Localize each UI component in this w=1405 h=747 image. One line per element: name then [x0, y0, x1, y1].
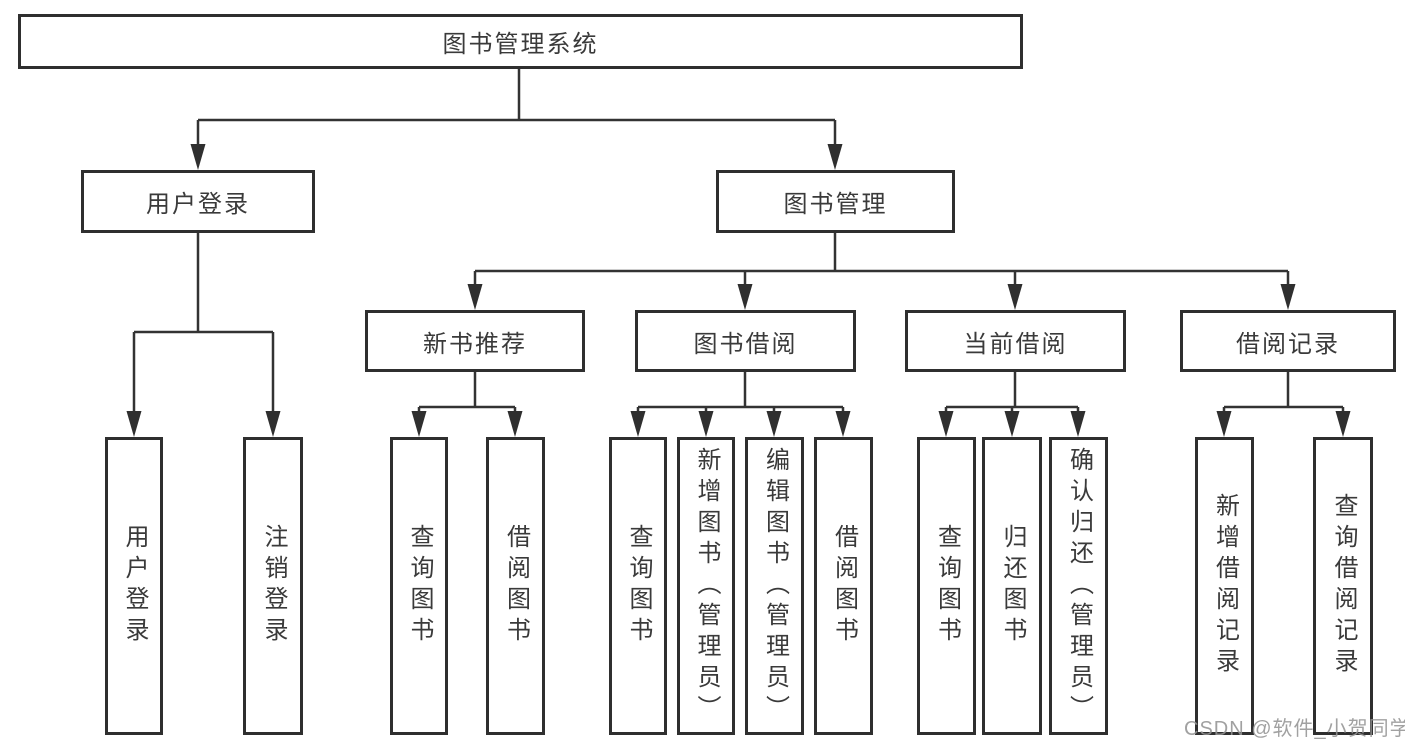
node-book-management: 图书管理 [716, 170, 955, 233]
node-current-borrow: 当前借阅 [905, 310, 1126, 372]
watermark: CSDN @软件_小贺同学 [1184, 718, 1405, 740]
leaf-label: 借阅图书 [502, 524, 530, 648]
leaf-label: 查询图书 [625, 524, 652, 648]
leaf-label: 查询图书 [933, 524, 961, 648]
leaf-label: 查询借阅记录 [1330, 493, 1357, 679]
node-book-borrow-label: 图书借阅 [693, 330, 798, 358]
leaf-label: 编辑图书（管理员） [761, 446, 789, 726]
leaf-label: 借阅图书 [830, 524, 858, 648]
leaf-query-books-borrow: 查询图书 [609, 437, 667, 735]
leaf-return-books: 归还图书 [982, 437, 1042, 735]
node-borrow-records: 借阅记录 [1180, 310, 1396, 372]
leaf-user-login: 用户登录 [105, 437, 163, 735]
node-root-label: 图书管理系统 [442, 31, 599, 58]
leaf-query-books-current: 查询图书 [917, 437, 976, 735]
node-new-book-recommend: 新书推荐 [365, 310, 585, 372]
leaf-borrow-books-borrow: 借阅图书 [814, 437, 873, 735]
node-borrow-records-label: 借阅记录 [1236, 330, 1340, 358]
leaf-label: 新增借阅记录 [1211, 493, 1239, 679]
leaf-label: 新增图书（管理员） [693, 446, 720, 726]
leaf-confirm-return-admin: 确认归还（管理员） [1049, 437, 1108, 735]
node-root: 图书管理系统 [18, 14, 1023, 69]
leaf-edit-books-admin: 编辑图书（管理员） [745, 437, 804, 735]
leaf-query-books-newbook: 查询图书 [390, 437, 448, 735]
node-user-login-label: 用户登录 [146, 191, 250, 218]
connector-paths [132, 69, 1345, 415]
node-new-book-recommend-label: 新书推荐 [423, 330, 527, 358]
leaf-label: 用户登录 [121, 524, 148, 648]
node-book-borrow: 图书借阅 [635, 310, 856, 372]
leaf-add-borrow-record: 新增借阅记录 [1195, 437, 1254, 735]
leaf-borrow-books-newbook: 借阅图书 [486, 437, 545, 735]
arrowheads [126, 144, 1351, 437]
leaf-query-borrow-record: 查询借阅记录 [1313, 437, 1373, 735]
leaf-label: 归还图书 [999, 524, 1026, 648]
node-current-borrow-label: 当前借阅 [963, 330, 1068, 358]
leaf-add-books-admin: 新增图书（管理员） [677, 437, 735, 735]
leaf-label: 确认归还（管理员） [1065, 446, 1093, 726]
node-book-management-label: 图书管理 [783, 191, 888, 218]
leaf-label: 注销登录 [260, 524, 287, 648]
node-user-login: 用户登录 [81, 170, 315, 233]
leaf-label: 查询图书 [406, 524, 433, 648]
leaf-logout: 注销登录 [243, 437, 303, 735]
